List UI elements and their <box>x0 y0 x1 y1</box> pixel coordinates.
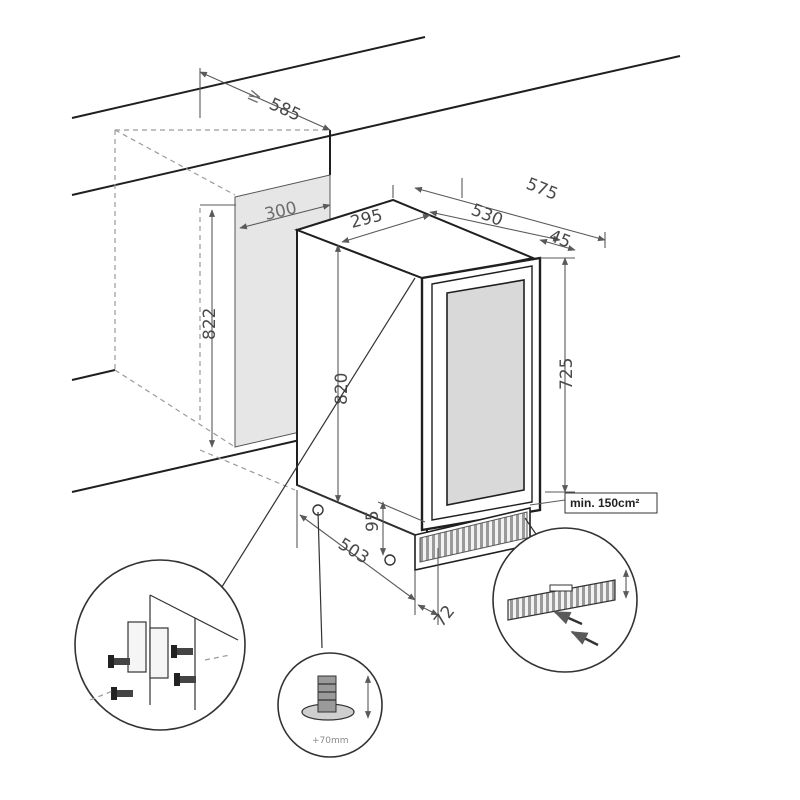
dim-greater-equal-sign: ≥ <box>244 84 265 108</box>
dim-label-95: 95 <box>363 510 383 532</box>
dimension-niche-depth: 585 ≥ <box>199 68 331 131</box>
dim-label-530: 530 <box>468 200 506 231</box>
detail-bracket-mounting <box>74 559 246 731</box>
dim-label-585: 585 <box>266 94 304 125</box>
dim-label-575: 575 <box>523 174 561 205</box>
foot-thread-icon <box>317 675 337 713</box>
ventilation-callout: min. 150cm² <box>529 492 658 514</box>
dim-label-820: 820 <box>332 373 352 405</box>
dim-label-822: 822 <box>200 308 220 340</box>
screw-icon-2 <box>171 645 193 658</box>
bracket-plate-icon <box>127 621 147 673</box>
bracket-plate-icon-2 <box>149 627 169 679</box>
door-glass <box>446 279 525 506</box>
foot-front-left <box>384 554 396 566</box>
door-inner-frame <box>431 265 533 521</box>
grille-detail-icon <box>507 579 616 621</box>
detail-ventilation-grille <box>492 527 638 673</box>
ventilation-note: min. 150cm² <box>570 496 639 510</box>
airflow-out-arrow-icon <box>570 630 599 647</box>
detail-adjustable-foot: +70mm <box>277 652 383 758</box>
screw-icon <box>108 655 130 668</box>
dim-label-72: 72 <box>430 602 459 631</box>
dim-label-503: 503 <box>334 534 372 568</box>
airflow-in-arrow-icon <box>553 610 583 626</box>
screw-icon-3 <box>111 687 133 700</box>
dimension-door-height: 725 <box>540 257 577 493</box>
dimension-niche-height: 822 <box>200 204 236 448</box>
screw-icon-4 <box>174 673 196 686</box>
foot-adjust-label: +70mm <box>312 736 349 746</box>
dim-label-725: 725 <box>557 358 577 390</box>
dimension-unit-height: 820 <box>332 244 352 503</box>
